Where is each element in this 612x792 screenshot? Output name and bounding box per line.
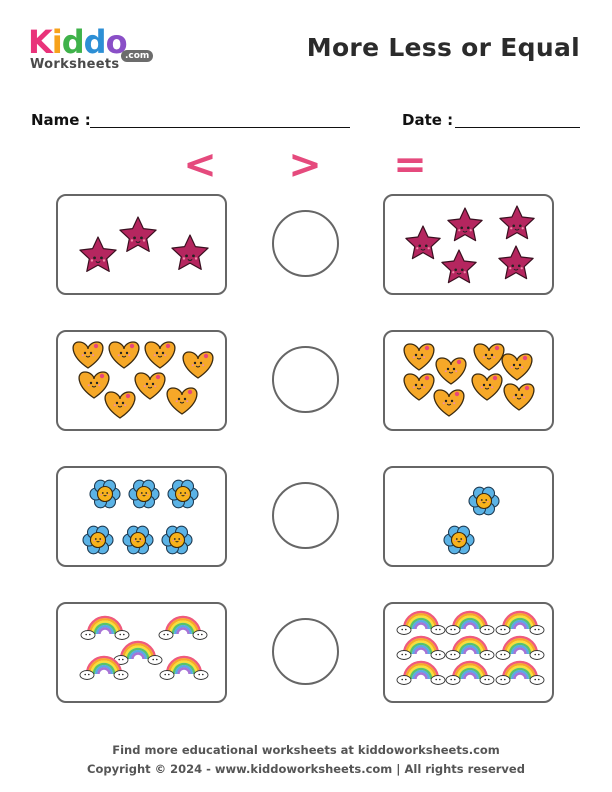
rainbow-icon	[158, 615, 208, 640]
rainbow-icon	[445, 660, 495, 685]
rainbow-icon	[396, 635, 446, 660]
heart-icon	[503, 383, 535, 411]
star-icon	[447, 207, 483, 242]
flowers-group	[443, 486, 500, 555]
logo-subtitle: Worksheets	[30, 57, 120, 72]
logo-letter: K	[28, 23, 53, 61]
flower-icon	[443, 525, 475, 555]
answer-circle-4[interactable]	[272, 618, 339, 685]
logo-letter: d	[83, 23, 107, 61]
stars-group	[79, 216, 209, 272]
heart-icon	[473, 343, 505, 371]
star-icon	[79, 236, 117, 272]
right-box-hearts	[383, 330, 554, 431]
answer-circle-1[interactable]	[272, 210, 339, 277]
star-icon	[119, 216, 157, 252]
heart-icon	[108, 341, 140, 369]
heart-icon	[403, 373, 435, 401]
heart-icon	[134, 372, 166, 400]
footer-copyright: Copyright © 2024 - www.kiddoworksheets.c…	[87, 762, 525, 776]
heart-icon	[78, 371, 110, 399]
left-box-hearts	[56, 330, 227, 431]
flower-icon	[89, 479, 121, 509]
heart-icon	[72, 341, 104, 369]
footer-promo: Find more educational worksheets at kidd…	[112, 743, 500, 757]
rainbow-icon	[495, 660, 545, 685]
rainbow-icon	[396, 610, 446, 635]
name-field[interactable]	[90, 127, 350, 128]
flower-icon	[128, 479, 160, 509]
equal-symbol: =	[393, 142, 427, 188]
star-icon	[441, 249, 477, 284]
rainbow-icon	[445, 635, 495, 660]
logo-wordmark: Kiddo	[28, 26, 168, 58]
answer-circle-3[interactable]	[272, 482, 339, 549]
name-label: Name :	[31, 111, 91, 129]
heart-icon	[471, 373, 503, 401]
page-title: More Less or Equal	[306, 33, 580, 62]
star-icon	[498, 245, 534, 280]
greater-than-symbol: >	[288, 142, 322, 188]
star-icon	[499, 205, 535, 240]
flower-icon	[167, 479, 199, 509]
right-box-rainbows	[383, 602, 554, 703]
rainbow-icon	[495, 610, 545, 635]
logo-letter: o	[105, 23, 128, 61]
stars-group	[405, 205, 535, 284]
flower-icon	[468, 486, 500, 516]
logo-letter: d	[61, 23, 85, 61]
left-box-rainbows	[56, 602, 227, 703]
date-field[interactable]	[455, 127, 580, 128]
rainbows-group	[79, 615, 209, 680]
answer-circle-2[interactable]	[272, 346, 339, 413]
rainbows-group	[396, 610, 545, 685]
flower-icon	[82, 525, 114, 555]
logo-domain-badge: .com	[121, 50, 154, 62]
right-box-stars	[383, 194, 554, 295]
star-icon	[171, 234, 209, 270]
heart-icon	[144, 341, 176, 369]
hearts-group	[403, 343, 535, 417]
rainbow-icon	[80, 615, 130, 640]
left-box-stars	[56, 194, 227, 295]
heart-icon	[433, 389, 465, 417]
logo-letter: i	[51, 23, 63, 61]
flowers-group	[82, 479, 199, 555]
rainbow-icon	[445, 610, 495, 635]
hearts-group	[72, 341, 214, 419]
rainbow-icon	[113, 640, 163, 665]
heart-icon	[166, 387, 198, 415]
rainbow-icon	[159, 655, 209, 680]
date-label: Date :	[402, 111, 454, 129]
right-box-flowers	[383, 466, 554, 567]
rainbow-icon	[495, 635, 545, 660]
heart-icon	[435, 357, 467, 385]
rainbow-icon	[79, 655, 129, 680]
rainbow-icon	[396, 660, 446, 685]
flower-icon	[161, 525, 193, 555]
flower-icon	[122, 525, 154, 555]
kiddo-logo: Kiddo Worksheets .com	[28, 26, 168, 78]
heart-icon	[182, 351, 214, 379]
heart-icon	[501, 353, 533, 381]
less-than-symbol: <	[183, 142, 217, 188]
star-icon	[405, 225, 441, 260]
heart-icon	[104, 391, 136, 419]
heart-icon	[403, 343, 435, 371]
left-box-flowers	[56, 466, 227, 567]
